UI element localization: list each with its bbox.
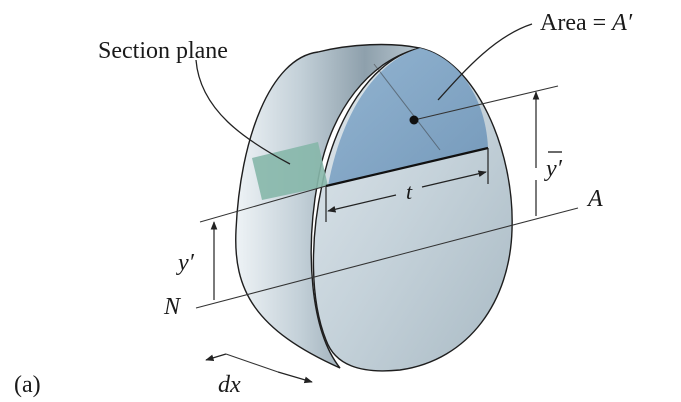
ybar-prime-label: y′ (544, 156, 563, 182)
section-level-line (199, 185, 327, 223)
y-prime-label: y′ (176, 250, 195, 276)
axis-a-label: A (586, 186, 603, 212)
section-perspective-line (373, 63, 441, 151)
dx-arrow-right (277, 371, 313, 384)
dx-label: dx (218, 372, 241, 398)
area-a-prime-region (328, 48, 488, 186)
area-label-symbol: A′ (610, 10, 633, 36)
area-leader-line (437, 23, 533, 101)
t-dimension-right-arrow (421, 170, 487, 188)
section-plane-label: Section plane (98, 38, 228, 64)
dx-arrow-left (205, 353, 227, 362)
t-label: t (406, 179, 413, 204)
area-label-prefix: Area = (540, 10, 612, 36)
centroid-dot-icon (409, 115, 419, 125)
dx-extension (225, 353, 279, 373)
subfigure-label: (a) (14, 372, 41, 398)
area-label: Area = A′ (540, 10, 633, 36)
neutral-axis-line (195, 207, 579, 309)
section-width-line (325, 146, 489, 188)
t-dimension-left-arrow (327, 194, 397, 213)
axis-n-label: N (163, 294, 182, 320)
section-plane-leader-line (195, 59, 291, 165)
section-plane-strip (252, 142, 328, 200)
